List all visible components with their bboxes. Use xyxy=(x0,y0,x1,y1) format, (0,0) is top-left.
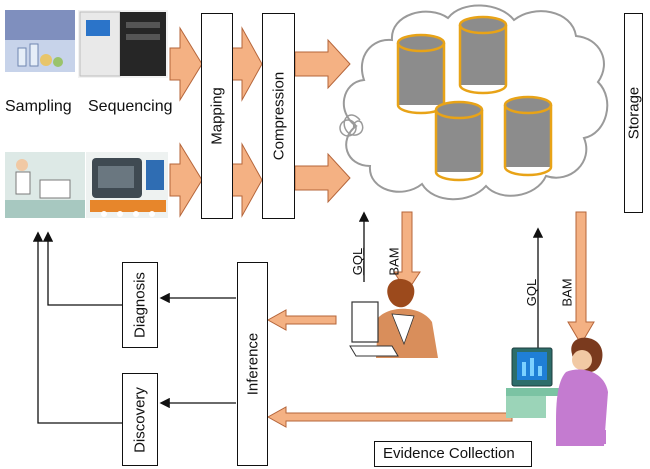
diagnosis-box: Diagnosis xyxy=(122,262,158,348)
arrow-top-to-compression xyxy=(231,26,263,102)
storage-box: Storage xyxy=(624,13,643,213)
diagnosis-label: Diagnosis xyxy=(131,272,149,338)
arrow-discovery-to-lab xyxy=(32,231,122,424)
inference-label: Inference xyxy=(244,332,261,396)
database-cylinder-icon xyxy=(503,95,553,177)
database-cylinder-icon xyxy=(458,15,508,95)
compression-box: Compression xyxy=(262,13,295,219)
arrow-bottom-to-cloud xyxy=(294,152,351,204)
sequencing-label: Sequencing xyxy=(88,98,173,115)
analyst-at-computer-icon xyxy=(349,278,438,358)
analyzer-machine-icon xyxy=(86,152,168,218)
arrow-researcher-to-inference xyxy=(266,406,513,428)
arrow-top-to-cloud xyxy=(294,38,351,90)
sequencer-machine-icon xyxy=(78,10,168,78)
arrow-bottom-to-mapping xyxy=(169,142,203,218)
evidence-collection-label: Evidence Collection xyxy=(383,445,515,462)
discovery-box: Discovery xyxy=(122,373,158,466)
lab-scientist-illustration-icon xyxy=(5,152,85,218)
database-cylinder-icon xyxy=(396,33,446,115)
discovery-label: Discovery xyxy=(131,386,149,453)
arrow-bottom-to-compression xyxy=(231,142,263,218)
evidence-collection-box: Evidence Collection xyxy=(374,441,532,467)
arrow-bam-to-analyst xyxy=(393,211,421,293)
mapping-label: Mapping xyxy=(208,87,226,145)
arrow-top-to-mapping xyxy=(169,26,203,102)
bam-label-right: BAM xyxy=(559,278,575,307)
compression-label: Compression xyxy=(270,71,287,161)
arrow-diagnosis-to-lab xyxy=(42,231,122,306)
sampling-label: Sampling xyxy=(5,98,72,115)
sampling-illustration-icon xyxy=(5,10,75,72)
researcher-at-computer-icon xyxy=(506,337,608,446)
arrow-analyst-to-inference xyxy=(266,309,337,331)
arrow-bam-to-researcher xyxy=(567,211,595,345)
storage-label: Storage xyxy=(625,86,642,140)
gql-label-left: GQL xyxy=(350,247,366,276)
database-cylinder-icon xyxy=(434,100,484,182)
inference-box: Inference xyxy=(237,262,268,466)
bam-label-left: BAM xyxy=(386,247,402,276)
mapping-box: Mapping xyxy=(201,13,233,219)
gql-label-right: GQL xyxy=(524,278,540,307)
